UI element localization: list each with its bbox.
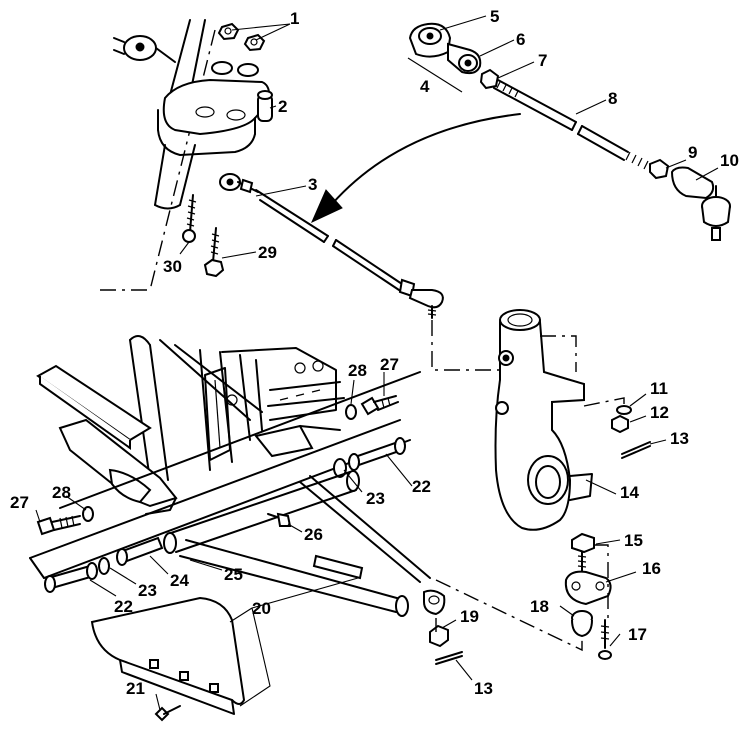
frame-assembly	[29, 335, 421, 579]
callout-3: 3	[308, 175, 317, 194]
callout-20: 20	[252, 599, 271, 618]
bolt-item-29	[203, 227, 225, 278]
callout-24: 24	[170, 571, 189, 590]
callout-22-upper: 22	[412, 477, 431, 496]
bolt-item-15	[571, 532, 595, 573]
washer-item-23-lower	[98, 557, 110, 575]
jam-nut-item-7	[479, 68, 500, 90]
callout-5: 5	[490, 7, 499, 26]
callout-2: 2	[278, 97, 287, 116]
bolt-item-17	[598, 619, 612, 660]
nut-item-12	[611, 414, 629, 434]
spindle-item-14	[494, 309, 593, 531]
assembly-arrow	[311, 113, 521, 224]
steering-post-assembly	[100, 19, 273, 291]
callout-15: 15	[624, 531, 643, 550]
callout-7: 7	[538, 51, 547, 70]
washer-item-11	[616, 405, 632, 415]
jam-nut-item-9	[649, 158, 670, 180]
callout-14: 14	[620, 483, 639, 502]
callout-6: 6	[516, 30, 525, 49]
callout-30: 30	[163, 257, 182, 276]
washer-item-28-right	[345, 404, 357, 420]
a-arm-item-25	[163, 470, 446, 617]
bolt-item-30	[182, 194, 197, 243]
callout-23-lower: 23	[138, 581, 157, 600]
callout-27-right: 27	[380, 355, 399, 374]
callout-16: 16	[642, 559, 661, 578]
callout-17: 17	[628, 625, 647, 644]
callout-8: 8	[608, 89, 617, 108]
callout-28-right: 28	[348, 361, 367, 380]
bushing-item-22-lower	[44, 562, 98, 593]
washer-item-23-upper	[333, 458, 347, 478]
callout-13-lower: 13	[474, 679, 493, 698]
callout-29: 29	[258, 243, 277, 262]
pivot-bushing	[257, 90, 273, 122]
callout-21: 21	[126, 679, 145, 698]
plate-item-16	[564, 570, 612, 606]
tie-rod-end-item-10	[670, 166, 731, 241]
callout-10: 10	[720, 151, 739, 170]
cotter-pin-item-13-lower	[435, 651, 463, 665]
assembly-centerlines	[431, 320, 625, 652]
grease-fitting-item-26	[267, 512, 292, 527]
callout-25: 25	[224, 565, 243, 584]
callout-18: 18	[530, 597, 549, 616]
callout-1: 1	[290, 9, 299, 28]
skid-plate-item-20	[90, 596, 246, 715]
washer-item-28-left	[82, 506, 94, 522]
callout-27-left: 27	[10, 493, 29, 512]
tie-rod-item-3	[219, 173, 444, 319]
callout-4: 4	[420, 77, 430, 96]
callout-11: 11	[650, 379, 668, 398]
bolt-item-27-left	[36, 515, 81, 536]
tie-rod-assembly-item-4	[407, 22, 731, 241]
callout-28-left: 28	[52, 483, 71, 502]
callout-26: 26	[304, 525, 323, 544]
callout-23-upper: 23	[366, 489, 385, 508]
nut-item-19	[429, 624, 449, 648]
callout-9: 9	[688, 143, 697, 162]
callout-13-upper: 13	[670, 429, 689, 448]
tie-rod-end-upper-left	[113, 35, 176, 63]
ball-joint-item-18	[571, 610, 593, 638]
bushing-item-24	[116, 536, 164, 566]
bolt-item-27-right	[360, 395, 399, 416]
callout-12: 12	[650, 403, 669, 422]
callout-labels: 1 2 3 30 29 5 6 7 4 8 9 10 11 12 13 14 1…	[10, 7, 739, 698]
cotter-pin-item-13-upper	[621, 441, 651, 459]
tie-rod-end-item-5	[408, 22, 452, 58]
callout-19: 19	[460, 607, 479, 626]
jam-boot-item-6	[447, 42, 482, 75]
callout-22-lower: 22	[114, 597, 133, 616]
leader-lines	[35, 15, 719, 711]
bushing-item-22-upper	[348, 437, 406, 471]
